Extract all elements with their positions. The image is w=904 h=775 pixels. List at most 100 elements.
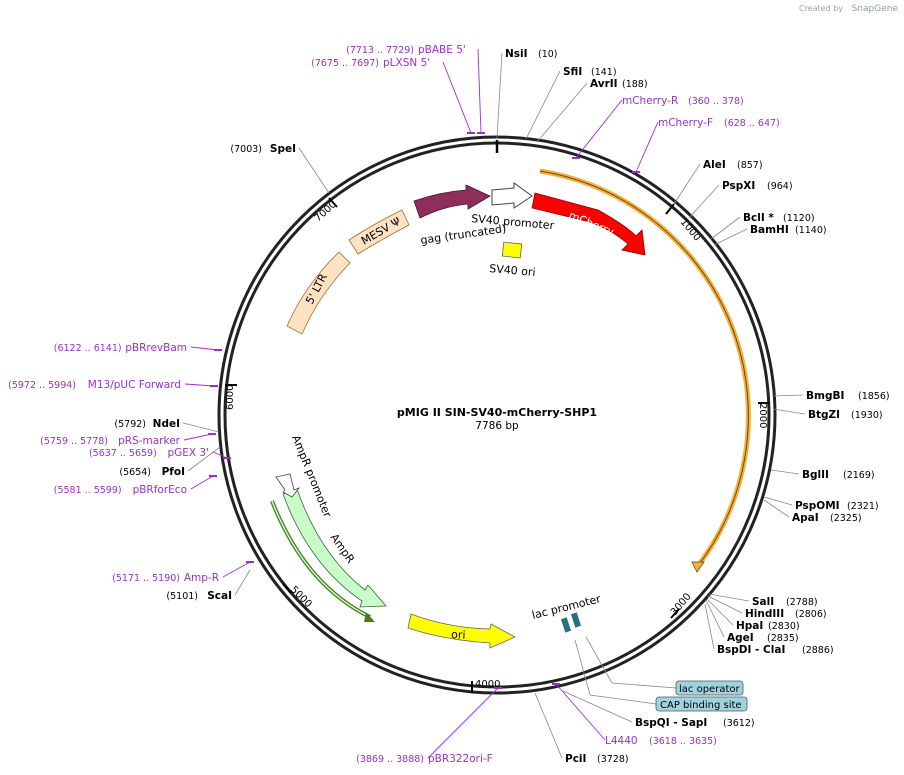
primer-site-prs-marker[interactable]: (5759 .. 5778) pRS-marker	[40, 433, 216, 447]
primer-position: (5581 .. 5599)	[54, 485, 122, 496]
enzyme-connector	[704, 603, 715, 650]
primer-site-mcherry-f[interactable]: (628 .. 647)mCherry-F	[632, 117, 780, 173]
enzyme-site-ndei[interactable]: NdeI(5792)	[114, 418, 220, 433]
enzyme-name: SpeI	[270, 143, 296, 155]
enzyme-name: BamHI	[750, 224, 789, 236]
enzyme-site-nsii[interactable]: NsiI(10)	[496, 48, 558, 139]
enzyme-site-bspqi-sapi[interactable]: BspQI - SapI(3612)	[562, 690, 755, 729]
enzyme-site-avrii[interactable]: AvrII(188)	[536, 78, 648, 143]
gag-feature	[413, 184, 491, 219]
primer-connector	[190, 475, 214, 490]
primer-name: mCherry-F	[658, 117, 713, 129]
enzyme-connector	[763, 496, 793, 506]
primer-position: (5171 .. 5190)	[112, 573, 180, 584]
enzyme-name: BclI *	[743, 212, 774, 224]
primer-position: (7713 .. 7729)	[346, 45, 414, 56]
tick-label-5000: 5000	[288, 584, 314, 610]
enzyme-site-alei[interactable]: AleI(857)	[673, 159, 763, 205]
primer-name: pRS-marker	[118, 435, 181, 447]
features: mCherry SV40 promoter gag (truncated) SV…	[270, 168, 751, 712]
primer-site-pbabe-5[interactable]: (7713 .. 7729) pBABE 5'	[346, 44, 485, 134]
primer-site-pgex-3[interactable]: (5637 .. 5659)pGEX 3'	[89, 447, 231, 459]
enzyme-site-pspomi[interactable]: PspOMI(2321)	[763, 496, 879, 512]
enzyme-site-pcii[interactable]: PciI(3728)	[534, 692, 629, 765]
enzyme-name: SfiI	[563, 66, 582, 78]
lac-promoter-label: lac promoter	[531, 592, 603, 622]
sv40-ori-label: SV40 ori	[489, 262, 536, 279]
primer-site-amp-r[interactable]: (5171 .. 5190)Amp-R	[112, 561, 254, 584]
enzyme-position: (964)	[767, 181, 793, 192]
enzyme-site-bspdi-clai[interactable]: BspDI - ClaI(2886)	[704, 603, 834, 656]
enzyme-name: NdeI	[153, 418, 180, 430]
tick-label-4000: 4000	[475, 679, 500, 690]
enzyme-position: (7003)	[230, 144, 262, 155]
primer-site-pbrforeco[interactable]: (5581 .. 5599)pBRforEco	[54, 475, 217, 496]
enzyme-name: HpaI	[736, 620, 763, 632]
enzyme-site-sali[interactable]: SalI(2788)	[708, 593, 818, 608]
enzyme-connector	[770, 469, 800, 475]
enzyme-position: (1856)	[858, 391, 890, 402]
primer-position: (5759 .. 5778)	[40, 436, 108, 447]
tick-label-2000: 2000	[757, 403, 768, 428]
enzyme-name: ScaI	[207, 590, 232, 602]
primer-connector	[184, 383, 215, 387]
enzyme-site-bamhi[interactable]: BamHI(1140)	[713, 224, 827, 246]
enzyme-site-apai[interactable]: ApaI(2325)	[763, 499, 862, 524]
primer-site-pbr322ori-f[interactable]: (3869 .. 3888)pBR322ori-F	[356, 687, 502, 765]
ori-label: ori	[451, 628, 466, 642]
enzyme-connector	[771, 394, 804, 397]
primer-connector	[442, 61, 472, 134]
ampr-arc-inner	[271, 500, 371, 618]
ampr-feature	[282, 488, 387, 608]
enzyme-site-scai[interactable]: ScaI(5101)	[166, 569, 251, 602]
primer-name: pBR322ori-F	[428, 753, 493, 765]
enzyme-name: PspOMI	[795, 500, 840, 512]
sv40-ori-feature	[501, 241, 523, 259]
primer-name: pBABE 5'	[418, 44, 466, 56]
enzyme-name: ApaI	[792, 512, 819, 524]
enzyme-site-spei[interactable]: SpeI (7003)	[230, 143, 330, 194]
primer-connector	[222, 561, 251, 578]
plasmid-name: pMIG II SIN-SV40-mCherry-SHP1	[397, 406, 597, 419]
enzyme-position: (1120)	[783, 213, 815, 224]
enzyme-position: (3612)	[723, 718, 755, 729]
enzyme-connector	[713, 228, 748, 246]
enzyme-site-sfii[interactable]: SfiI (141)	[525, 66, 617, 140]
enzyme-name: BspDI - ClaI	[717, 644, 785, 656]
enzyme-name: PfoI	[162, 466, 185, 478]
enzyme-position: (2169)	[843, 470, 875, 481]
primer-position: (5972 .. 5994)	[8, 380, 76, 391]
primer-connector	[575, 99, 623, 159]
cds-orange-arc-line	[539, 170, 749, 568]
ori-feature	[407, 613, 516, 649]
primer-site-mcherry-r[interactable]: (360 .. 378)mCherry-R	[572, 95, 744, 159]
enzyme-position: (141)	[591, 67, 617, 78]
enzyme-site-bglii[interactable]: BglII(2169)	[770, 469, 875, 481]
gag-label: gag (truncated)	[420, 222, 507, 247]
tick-label-1000: 1000	[678, 217, 703, 244]
enzyme-connector	[772, 408, 806, 415]
primer-connector	[555, 683, 606, 741]
primer-site-plxsn-5[interactable]: (7675 .. 7697)pLXSN 5'	[311, 57, 475, 134]
primer-site-pbrrevbam[interactable]: (6122 .. 6141)pBRrevBam	[54, 342, 222, 354]
primer-site-l4440[interactable]: (3618 .. 3635)L4440	[552, 683, 717, 747]
enzyme-connector	[234, 569, 251, 596]
enzyme-connector	[525, 70, 561, 140]
enzyme-site-btgzi[interactable]: BtgZI(1930)	[772, 408, 883, 421]
primer-site-m13-puc-forward[interactable]: (5972 .. 5994) M13/pUC Forward	[8, 379, 218, 391]
enzyme-site-pfoi[interactable]: PfoI(5654)	[119, 446, 221, 478]
enzyme-site-bmgbi[interactable]: BmgBI(1856)	[771, 390, 890, 402]
enzyme-site-hpai[interactable]: HpaI(2830)	[706, 598, 800, 632]
enzyme-site-bcli[interactable]: BclI * (1120)	[710, 212, 815, 240]
primer-connector	[427, 687, 499, 759]
enzyme-site-hindiii[interactable]: HindIII(2806)	[707, 595, 827, 620]
enzyme-site-agei[interactable]: AgeI(2835)	[705, 599, 799, 644]
primer-name: pLXSN 5'	[383, 57, 430, 69]
enzyme-name: AvrII	[590, 78, 618, 90]
enzyme-site-pspxi[interactable]: PspXI(964)	[688, 180, 793, 219]
cds-orange-arrowhead	[691, 561, 705, 573]
primer-name: M13/pUC Forward	[88, 379, 181, 391]
enzyme-connector	[182, 422, 220, 433]
enzyme-name: PciI	[565, 753, 586, 765]
cap-site-connector	[574, 639, 657, 705]
